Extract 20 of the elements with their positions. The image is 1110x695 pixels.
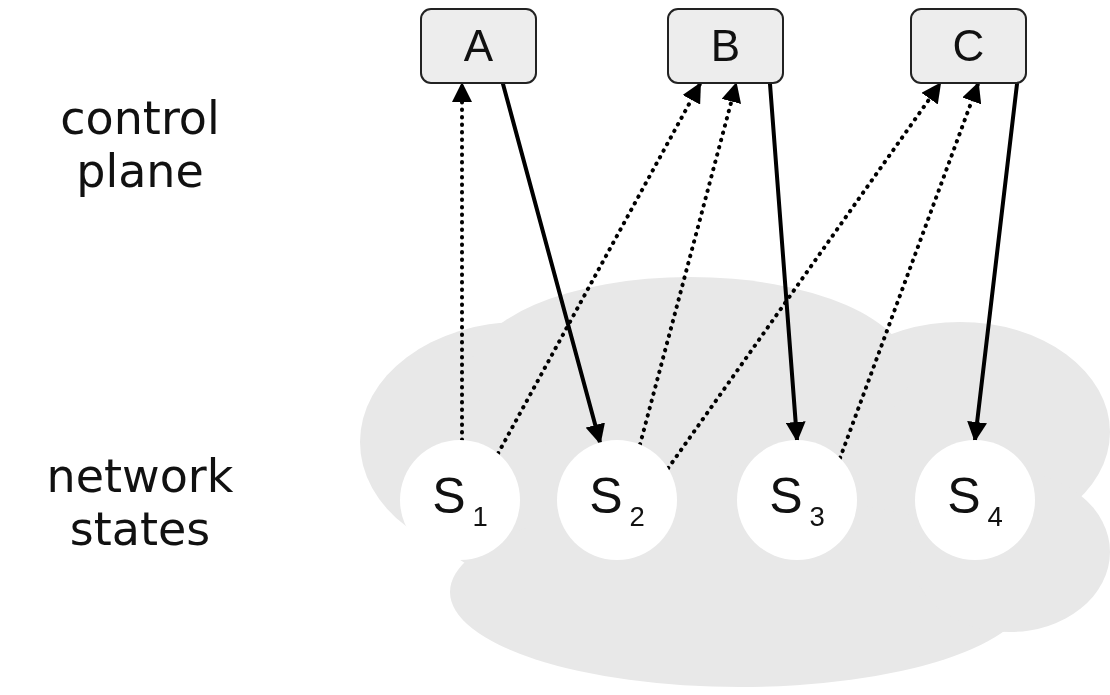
node-label: C (952, 21, 985, 71)
dotted-arrow (638, 82, 742, 447)
controller-box (667, 8, 784, 84)
controller-box (420, 8, 537, 84)
node-label: S$_{1}$ (432, 467, 488, 533)
dotted-arrow (838, 82, 982, 461)
dotted-arrow (452, 82, 472, 443)
node-label: A (463, 21, 494, 71)
node-label: S$_{3}$ (769, 467, 825, 533)
arrow (501, 82, 605, 445)
arrow (967, 82, 1019, 442)
node-label: S$_{2}$ (589, 467, 645, 533)
row-label: network states (45, 450, 235, 556)
arrow (768, 82, 806, 442)
node-label: S$_{4}$ (947, 467, 1003, 533)
row-label: control plane (59, 92, 221, 198)
dotted-arrow (496, 82, 702, 456)
controller-box (910, 8, 1027, 84)
node-label: B (710, 21, 741, 71)
dotted-arrow (666, 82, 942, 471)
